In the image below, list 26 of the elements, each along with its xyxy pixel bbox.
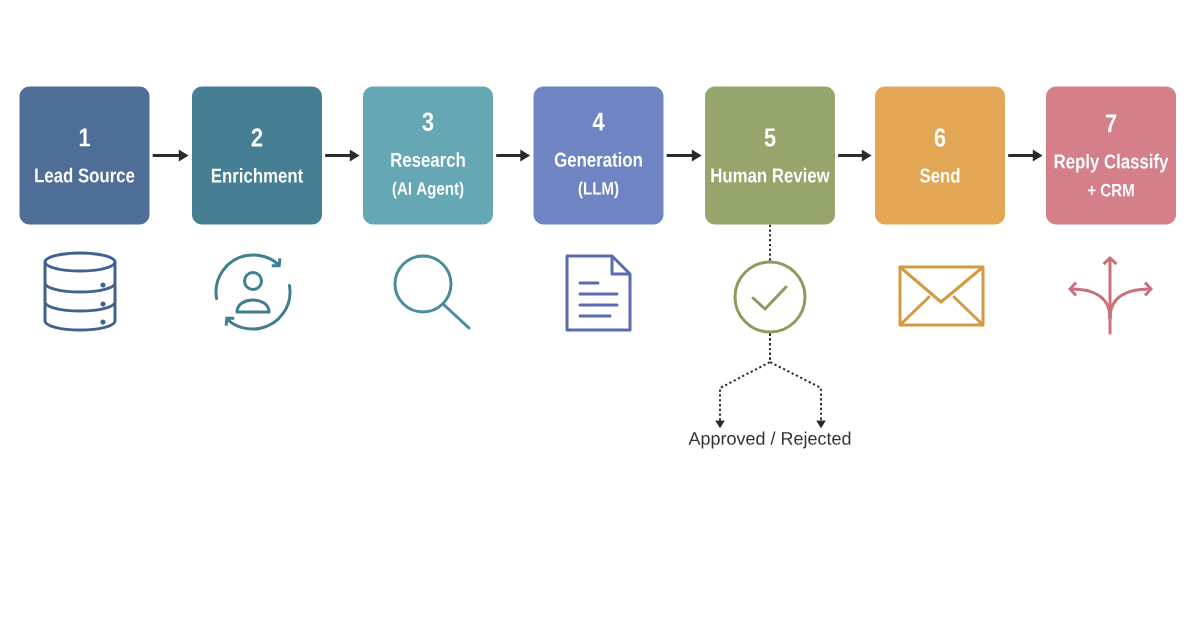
process-box — [533, 86, 664, 225]
step-title: Reply Classify — [1054, 153, 1169, 173]
step-title: Lead Source — [35, 167, 135, 183]
outcome-label: Approved / Rejected — [688, 431, 851, 449]
step-title: Send — [919, 168, 960, 183]
step-number: 1 — [79, 128, 90, 147]
step-number: 3 — [422, 112, 434, 131]
process-box — [705, 86, 835, 225]
process-box — [1046, 86, 1176, 225]
check-circle — [733, 260, 807, 334]
process-box — [19, 86, 150, 225]
step-subtitle: + CRM — [1087, 183, 1134, 197]
step-title: Generation — [554, 152, 642, 167]
step-subtitle: (LLM) — [578, 181, 619, 199]
step-number: 4 — [592, 112, 605, 131]
step-number: 7 — [1105, 114, 1117, 133]
step-title: Enrichment — [211, 168, 303, 183]
step-title: Human Review — [711, 167, 830, 183]
process-box — [875, 86, 1005, 225]
step-title: Research — [391, 152, 465, 167]
step-number: 6 — [934, 128, 946, 147]
process-box — [363, 86, 493, 225]
step-subtitle: (AI Agent) — [392, 181, 464, 199]
step-number: 2 — [251, 128, 263, 147]
process-box — [192, 86, 322, 225]
step-number: 5 — [764, 128, 776, 147]
